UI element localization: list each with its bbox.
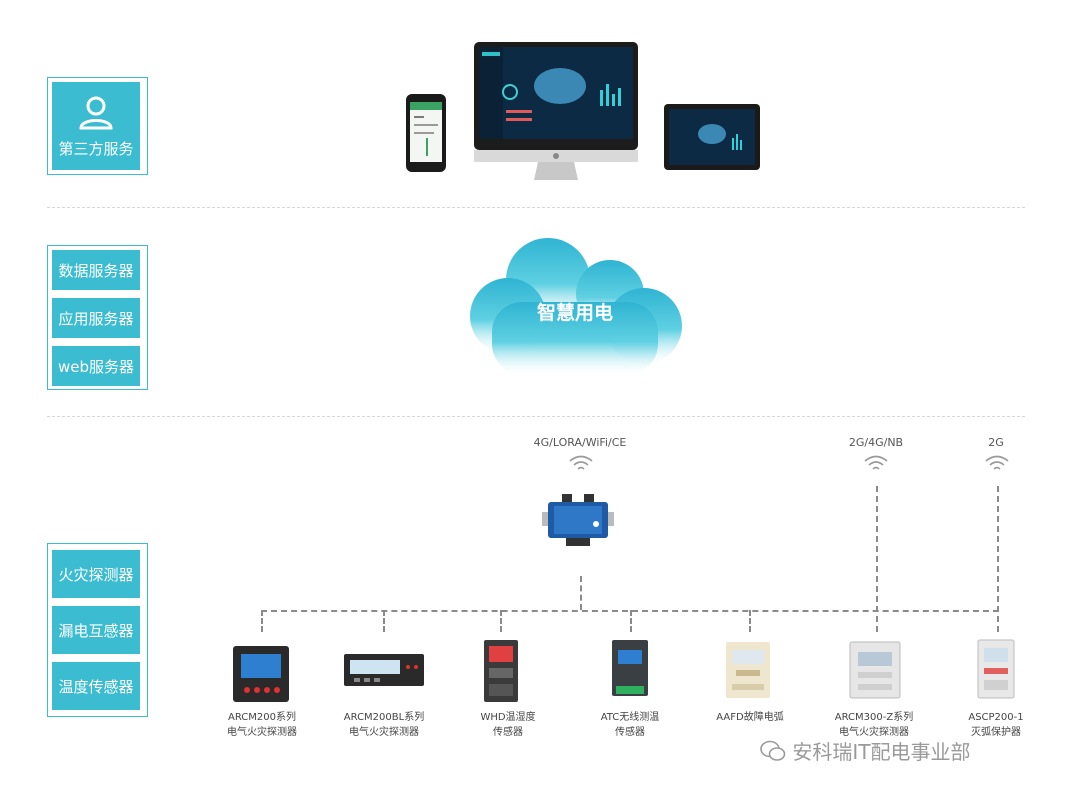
whd-device-icon	[484, 640, 518, 702]
fire-detector-tile[interactable]: 火灾探测器	[52, 550, 140, 598]
arcm300-uplink	[876, 486, 878, 632]
third-party-service-group: 第三方服务	[47, 77, 148, 175]
device-label-line1: ATC无线测温	[600, 712, 660, 723]
monitor-icon	[474, 42, 638, 180]
arcm300-device-icon	[849, 641, 901, 699]
device-label-line2: 灭弧保护器	[971, 727, 1021, 738]
ascp-uplink	[997, 486, 999, 632]
app-server-tile[interactable]: 应用服务器	[52, 298, 140, 338]
drop-3	[500, 610, 502, 632]
device-label-arcm200: ARCM200系列 电气火灾探测器	[212, 710, 312, 740]
tablet-icon	[664, 104, 760, 170]
device-label-line1: WHD温湿度	[480, 712, 536, 723]
cloud-icon	[470, 238, 682, 374]
watermark-text: 安科瑞IT配电事业部	[792, 740, 971, 764]
device-label-line2: 电气火灾探测器	[227, 727, 297, 738]
device-label-line2: 传感器	[493, 727, 523, 738]
device-label-arcm200bl: ARCM200BL系列 电气火灾探测器	[334, 710, 434, 740]
temperature-sensor-tile[interactable]: 温度传感器	[52, 662, 140, 710]
aafd-device-icon	[726, 642, 770, 698]
device-label-line2: 电气火灾探测器	[839, 727, 909, 738]
device-label-line1: ARCM300-Z系列	[834, 712, 914, 723]
gateway-device-icon	[542, 494, 614, 546]
gateway-connector	[580, 576, 582, 610]
phone-icon	[406, 94, 446, 172]
arcm200-device-icon	[233, 646, 289, 702]
data-server-tile[interactable]: 数据服务器	[52, 250, 140, 290]
user-icon	[79, 96, 113, 129]
device-label-arcm300: ARCM300-Z系列 电气火灾探测器	[824, 710, 924, 740]
third-party-service-label: 第三方服务	[58, 139, 134, 158]
cloud-illustration	[470, 238, 682, 374]
drop-2	[383, 610, 385, 632]
drop-5	[749, 610, 751, 632]
device-label-line2: 电气火灾探测器	[349, 727, 419, 738]
drop-4	[630, 610, 632, 632]
device-label-aafd: AAFD故障电弧	[700, 710, 800, 725]
device-label-line2: 传感器	[615, 727, 645, 738]
sensor-group: 火灾探测器 漏电互感器 温度传感器	[47, 543, 148, 717]
divider-middle	[47, 416, 1025, 417]
watermark: 安科瑞IT配电事业部	[760, 736, 970, 765]
device-label-line1: ASCP200-1	[968, 712, 1024, 723]
cloud-label: 智慧用电	[536, 302, 613, 324]
device-label-line1: AAFD故障电弧	[716, 712, 784, 723]
terminal-devices-illustration	[406, 42, 760, 180]
ascp-device-icon	[977, 639, 1015, 699]
ascp-comm-label: 2G	[988, 436, 1004, 449]
drop-1	[261, 610, 263, 632]
arcm300-comm-label: 2G/4G/NB	[848, 436, 904, 449]
device-label-whd: WHD温湿度 传感器	[458, 710, 558, 740]
leakage-transformer-tile[interactable]: 漏电互感器	[52, 606, 140, 654]
wifi-icon	[985, 455, 1009, 470]
arcm200bl-device-icon	[344, 654, 424, 686]
wifi-icon	[569, 455, 593, 470]
device-label-ascp: ASCP200-1 灭弧保护器	[948, 710, 1044, 740]
web-server-tile[interactable]: web服务器	[52, 346, 140, 386]
server-group: 数据服务器 应用服务器 web服务器	[47, 245, 148, 390]
gateway-comm-label: 4G/LORA/WiFi/CE	[533, 436, 627, 449]
wifi-icon	[864, 455, 888, 470]
device-label-line1: ARCM200BL系列	[343, 712, 425, 723]
divider-top	[47, 207, 1025, 208]
third-party-service-tile[interactable]: 第三方服务	[52, 82, 140, 170]
device-label-line1: ARCM200系列	[228, 712, 296, 723]
wechat-icon	[760, 740, 786, 761]
device-label-atc: ATC无线测温 传感器	[580, 710, 680, 740]
atc-device-icon	[612, 640, 648, 696]
